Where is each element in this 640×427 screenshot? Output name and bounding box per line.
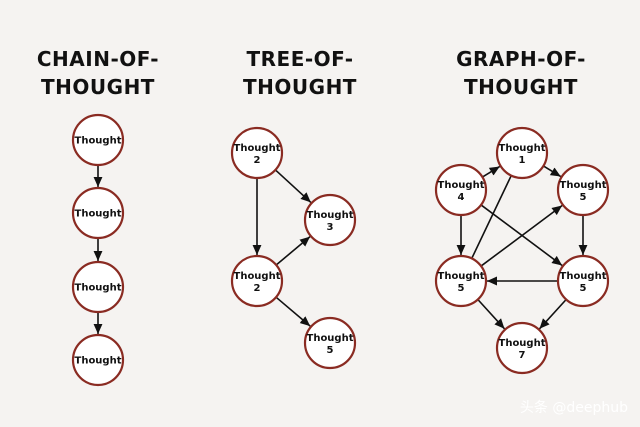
node-circle (71, 186, 125, 240)
node-circle (230, 126, 284, 180)
watermark-text: 头条 @deephub (520, 399, 628, 416)
node-circle (434, 254, 488, 308)
chain-thought-node: Thought (71, 333, 125, 387)
node-circle (556, 254, 610, 308)
node-circle (495, 126, 549, 180)
node-number: 2 (254, 155, 261, 166)
tree-edge-1-to-2 (274, 169, 312, 204)
node-label: Thought (499, 143, 546, 154)
graph-title-line-1: GRAPH-OF- (456, 47, 586, 71)
node-circle (303, 193, 357, 247)
node-label: Thought (438, 271, 485, 282)
node-circle (71, 113, 125, 167)
node-label: Thought (234, 143, 281, 154)
node-circle (556, 163, 610, 217)
node-number: 3 (327, 222, 334, 233)
graph-edge-4-to-3 (480, 204, 563, 267)
node-number: 7 (519, 350, 526, 361)
node-label: Thought (234, 271, 281, 282)
node-number: 5 (458, 283, 465, 294)
chain-title-line-2: THOUGHT (41, 75, 155, 99)
node-label: Thought (499, 338, 546, 349)
node-number: 5 (580, 192, 587, 203)
node-circle (71, 333, 125, 387)
tree-title-line-1: TREE-OF- (246, 47, 353, 71)
graph-edge-4-to-6 (477, 298, 506, 330)
graph-edge-2-to-1 (481, 165, 501, 178)
graph-title-line-2: THOUGHT (464, 75, 578, 99)
nodes-layer: ThoughtThoughtThoughtThoughtThought2Thou… (71, 113, 610, 387)
node-label: Thought (75, 209, 122, 220)
node-label: Thought (75, 283, 122, 294)
node-label: Thought (438, 180, 485, 191)
node-number: 1 (519, 155, 526, 166)
node-circle (495, 321, 549, 375)
node-label: Thought (560, 180, 607, 191)
tree-edge-3-to-2 (275, 236, 311, 266)
chain-thought-node: Thought (71, 113, 125, 167)
chain-thought-node: Thought (71, 260, 125, 314)
chain-thought-node: Thought (71, 186, 125, 240)
node-number: 5 (327, 345, 334, 356)
node-label: Thought (307, 210, 354, 221)
node-circle (434, 163, 488, 217)
edges-layer (93, 165, 588, 334)
node-label: Thought (75, 136, 122, 147)
node-circle (71, 260, 125, 314)
node-label: Thought (560, 271, 607, 282)
graph-edge-1-to-4 (471, 175, 512, 258)
graph-edge-5-to-6 (538, 298, 567, 330)
tree-edge-3-to-4 (275, 296, 311, 327)
node-circle (303, 316, 357, 370)
node-label: Thought (307, 333, 354, 344)
graph-edge-1-to-3 (542, 165, 562, 178)
node-number: 5 (580, 283, 587, 294)
node-number: 4 (458, 192, 465, 203)
tree-title-line-2: THOUGHT (243, 75, 357, 99)
chain-title-line-1: CHAIN-OF- (37, 47, 159, 71)
node-circle (230, 254, 284, 308)
node-number: 2 (254, 283, 261, 294)
node-label: Thought (75, 356, 122, 367)
